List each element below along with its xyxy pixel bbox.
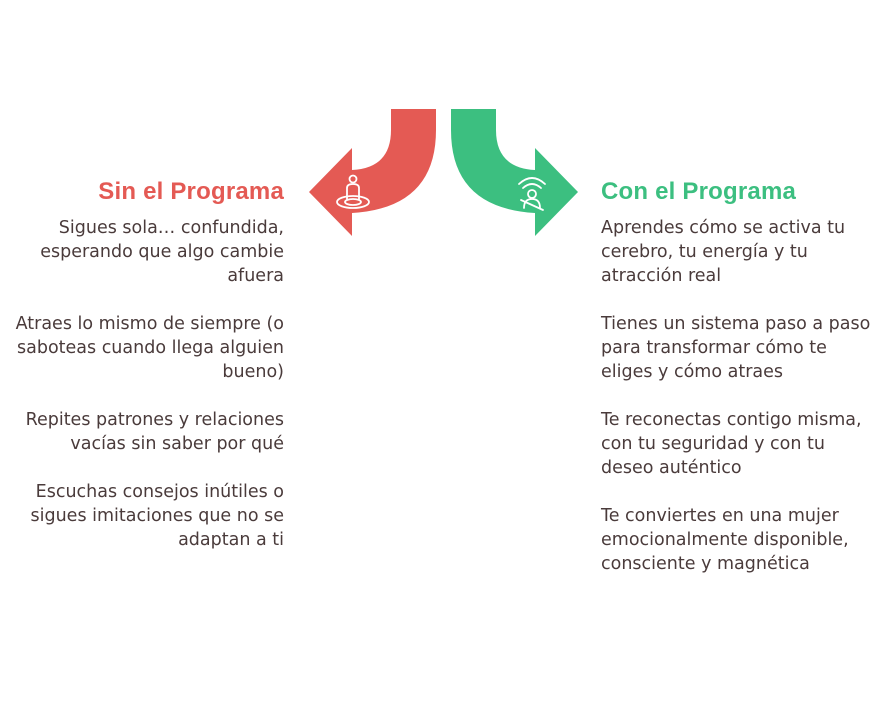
left-arrow — [309, 109, 436, 236]
left-title: Sin el Programa — [98, 178, 284, 205]
right-arrow — [451, 109, 578, 236]
left-item: Atraes lo mismo de siempre (o saboteas c… — [15, 314, 284, 382]
person-signal-icon — [518, 177, 546, 211]
left-column: Sin el Programa Sigues sola… confundida,… — [14, 178, 284, 576]
right-item: Aprendes cómo se activa tu cerebro, tu e… — [601, 218, 846, 286]
left-item: Escuchas consejos inútiles o sigues imit… — [30, 482, 285, 550]
right-item: Tienes un sistema paso a paso para trans… — [601, 314, 871, 382]
right-title: Con el Programa — [601, 178, 797, 205]
right-item: Te reconectas contigo misma, con tu segu… — [601, 410, 862, 478]
person-target-icon — [336, 174, 370, 209]
right-column: Con el Programa Aprendes cómo se activa … — [601, 178, 871, 600]
left-item: Sigues sola… confundida, esperando que a… — [40, 218, 284, 286]
left-item: Repites patrones y relaciones vacías sin… — [25, 410, 284, 454]
right-item: Te conviertes en una mujer emocionalment… — [601, 506, 849, 574]
